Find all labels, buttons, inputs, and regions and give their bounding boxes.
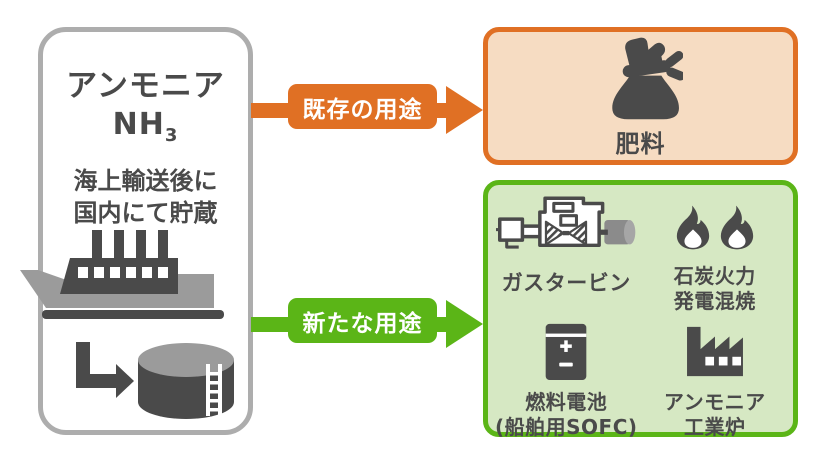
transport-description: 海上輸送後に 国内にて貯蔵 bbox=[43, 166, 248, 229]
fertilizer-label: 肥料 bbox=[615, 129, 666, 158]
flame-icon bbox=[720, 205, 753, 249]
bent-arrow-icon bbox=[76, 342, 134, 398]
fuel-cell-icon-slot bbox=[544, 319, 588, 383]
factory-icon bbox=[686, 326, 743, 377]
fuel-cell-battery-icon bbox=[545, 323, 587, 381]
fuel-cell-cell: 燃料電池 (船舶用SOFC) bbox=[492, 317, 641, 440]
fertilizer-sack-icon bbox=[611, 37, 683, 119]
industrial-furnace-cell: アンモニア 工業炉 bbox=[641, 317, 790, 440]
new-use-box: ガスタービン 石炭火力 発電混焼 bbox=[483, 180, 798, 440]
gas-turbine-cell: ガスタービン bbox=[492, 193, 641, 317]
description-line-1: 海上輸送後に bbox=[73, 167, 218, 195]
gas-turbine-icon-slot bbox=[496, 196, 636, 257]
new-flow-label: 新たな用途 bbox=[288, 298, 437, 343]
coal-cofiring-label-line-1: 石炭火力 bbox=[673, 264, 756, 288]
fuel-cell-label-line-2: (船舶用SOFC) bbox=[494, 414, 638, 439]
description-line-2: 国内にて貯蔵 bbox=[73, 198, 218, 227]
coal-cofiring-cell: 石炭火力 発電混焼 bbox=[641, 193, 790, 317]
new-flow-arrowhead-icon bbox=[446, 300, 483, 348]
tank-ladder bbox=[206, 364, 222, 416]
fuel-cell-label: 燃料電池 (船舶用SOFC) bbox=[495, 390, 638, 440]
industrial-furnace-label: アンモニア 工業炉 bbox=[664, 390, 766, 440]
coal-cofiring-label-line-2: 発電混焼 bbox=[673, 288, 756, 313]
formula-subscript: 3 bbox=[164, 125, 179, 146]
formula-main: NH bbox=[112, 107, 165, 142]
industrial-furnace-label-line-1: アンモニア bbox=[663, 390, 766, 414]
fuel-cell-label-line-1: 燃料電池 bbox=[525, 390, 608, 414]
coal-cofiring-label: 石炭火力 発電混焼 bbox=[674, 264, 756, 314]
coal-flames-icon-slot bbox=[674, 197, 756, 257]
gas-turbine-label: ガスタービン bbox=[501, 271, 631, 295]
existing-use-box: 肥料 bbox=[483, 27, 798, 165]
storage-tank-icon bbox=[76, 342, 234, 419]
industrial-furnace-label-line-2: 工業炉 bbox=[683, 414, 746, 439]
gas-turbine-icon bbox=[496, 196, 636, 249]
flame-icon bbox=[676, 205, 709, 249]
chemical-formula: NH3 bbox=[43, 107, 248, 146]
cargo-ship-icon bbox=[20, 230, 224, 319]
existing-flow-arrowhead-icon bbox=[446, 86, 483, 134]
factory-icon-slot bbox=[684, 319, 746, 383]
ammonia-title: アンモニア bbox=[66, 68, 225, 104]
existing-flow-label: 既存の用途 bbox=[288, 84, 437, 129]
